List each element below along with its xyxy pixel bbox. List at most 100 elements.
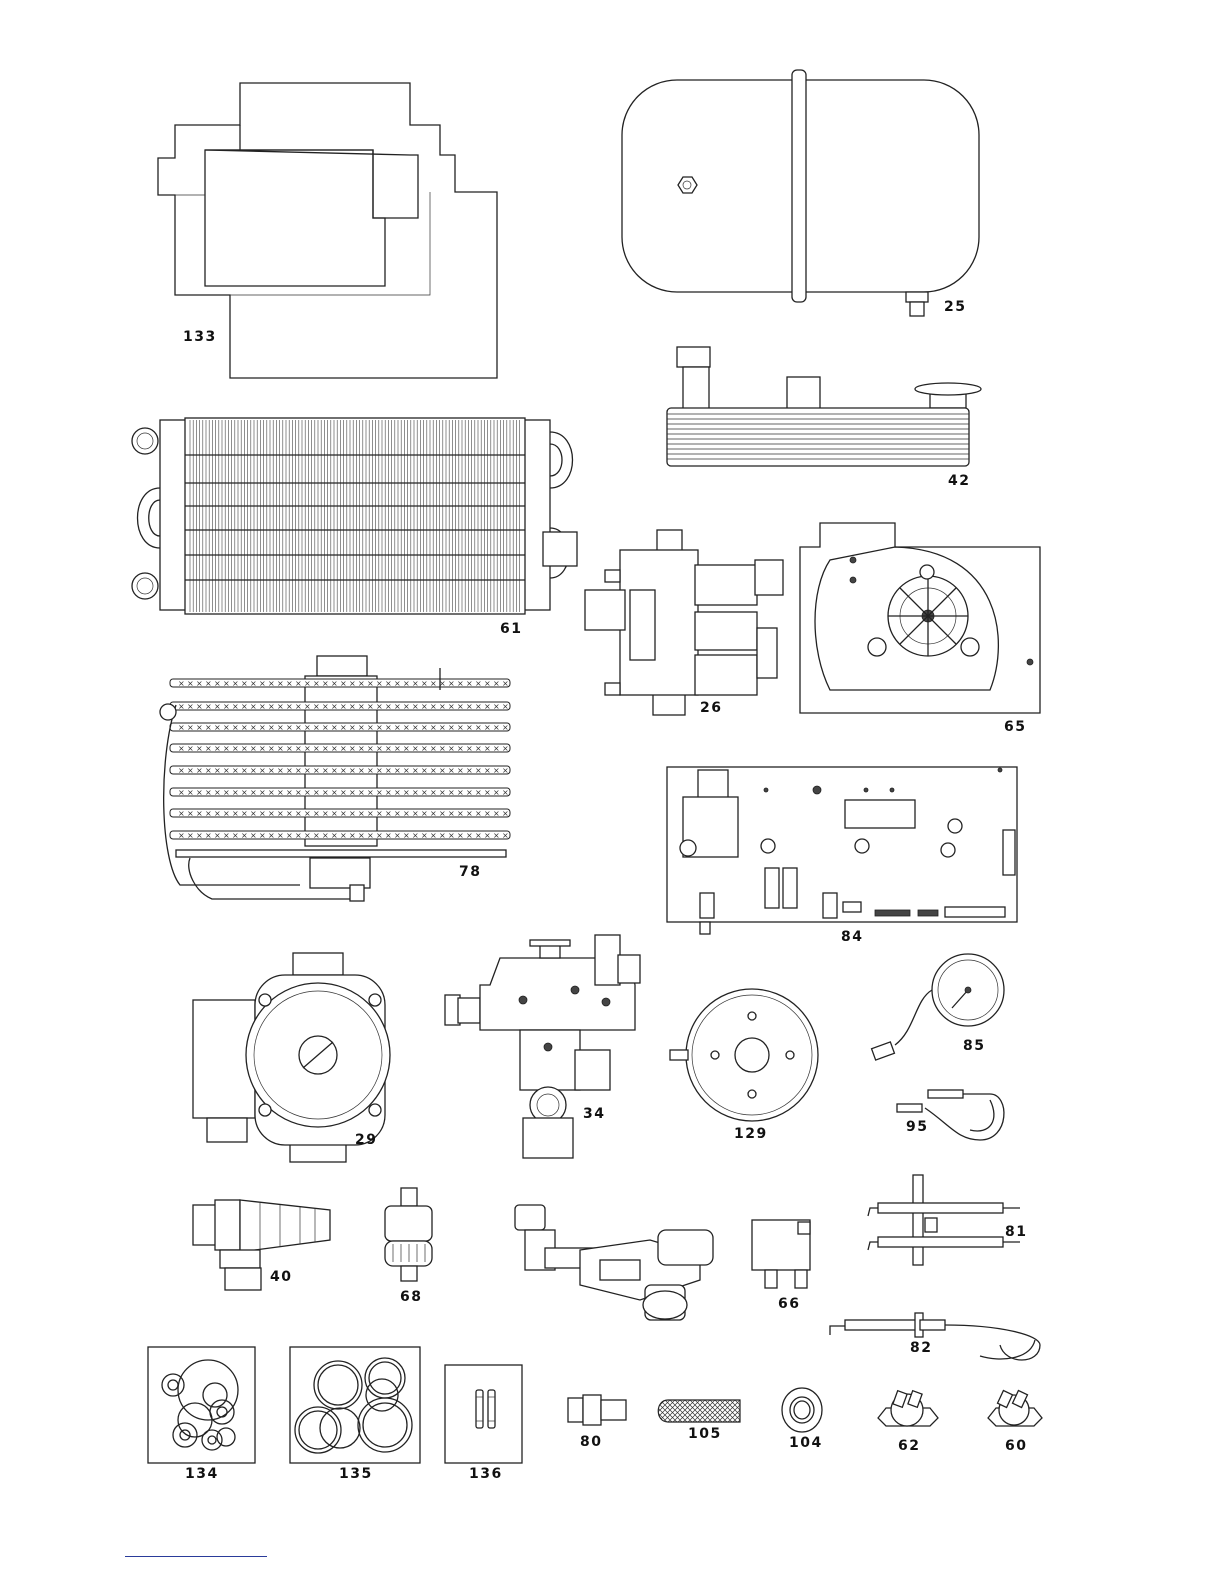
svg-text:×: × — [304, 702, 311, 711]
svg-text:×: × — [313, 831, 320, 840]
svg-text:×: × — [502, 744, 509, 753]
svg-text:×: × — [250, 679, 257, 688]
svg-text:×: × — [196, 831, 203, 840]
svg-text:×: × — [241, 788, 248, 797]
svg-text:×: × — [466, 702, 473, 711]
svg-text:×: × — [223, 723, 230, 732]
svg-text:×: × — [484, 766, 491, 775]
svg-text:×: × — [376, 766, 383, 775]
svg-text:×: × — [205, 744, 212, 753]
svg-text:×: × — [277, 744, 284, 753]
svg-text:×: × — [394, 766, 401, 775]
svg-text:×: × — [178, 788, 185, 797]
svg-text:×: × — [376, 831, 383, 840]
svg-text:×: × — [322, 809, 329, 818]
svg-text:×: × — [214, 809, 221, 818]
part-label-34: 34 — [583, 1106, 605, 1122]
svg-text:×: × — [412, 766, 419, 775]
svg-text:×: × — [349, 831, 356, 840]
svg-text:×: × — [250, 831, 257, 840]
svg-text:×: × — [232, 788, 239, 797]
part-label-42: 42 — [948, 473, 970, 489]
svg-text:×: × — [358, 831, 365, 840]
svg-text:×: × — [295, 702, 302, 711]
svg-text:×: × — [232, 744, 239, 753]
part-84-control-pcb — [666, 766, 1018, 935]
svg-text:×: × — [268, 788, 275, 797]
svg-text:×: × — [475, 744, 482, 753]
svg-text:×: × — [313, 679, 320, 688]
part-label-66: 66 — [778, 1296, 800, 1312]
svg-text:×: × — [322, 679, 329, 688]
svg-text:×: × — [385, 766, 392, 775]
svg-text:×: × — [457, 679, 464, 688]
svg-text:×: × — [295, 766, 302, 775]
svg-text:×: × — [502, 788, 509, 797]
svg-text:×: × — [268, 679, 275, 688]
part-42-plate-heat-exchanger — [666, 346, 982, 467]
svg-text:×: × — [502, 679, 509, 688]
svg-text:×: × — [313, 723, 320, 732]
svg-text:×: × — [412, 788, 419, 797]
gas-manifold-assembly — [514, 1204, 714, 1321]
footer-rule — [125, 1556, 267, 1557]
svg-text:×: × — [475, 809, 482, 818]
svg-text:×: × — [241, 679, 248, 688]
svg-text:×: × — [394, 702, 401, 711]
svg-text:×: × — [286, 744, 293, 753]
svg-text:×: × — [493, 809, 500, 818]
svg-text:×: × — [430, 723, 437, 732]
svg-text:×: × — [295, 788, 302, 797]
svg-text:×: × — [367, 766, 374, 775]
svg-text:×: × — [241, 766, 248, 775]
svg-text:×: × — [421, 723, 428, 732]
svg-text:×: × — [277, 702, 284, 711]
part-133-insulation-panels — [157, 82, 498, 379]
svg-text:×: × — [241, 809, 248, 818]
svg-text:×: × — [250, 766, 257, 775]
svg-text:×: × — [196, 809, 203, 818]
svg-text:×: × — [502, 702, 509, 711]
svg-text:×: × — [394, 788, 401, 797]
part-82-flame-sensor — [829, 1312, 1041, 1361]
svg-text:×: × — [295, 679, 302, 688]
svg-text:×: × — [484, 723, 491, 732]
svg-text:×: × — [178, 679, 185, 688]
svg-text:×: × — [187, 766, 194, 775]
part-65-fan-assembly — [799, 522, 1041, 714]
svg-text:×: × — [385, 702, 392, 711]
svg-text:×: × — [493, 788, 500, 797]
svg-text:×: × — [187, 788, 194, 797]
svg-text:×: × — [421, 831, 428, 840]
svg-text:×: × — [259, 702, 266, 711]
part-label-81: 81 — [1005, 1224, 1027, 1240]
part-label-95: 95 — [906, 1119, 928, 1135]
part-129-burner-flange — [669, 988, 819, 1122]
svg-text:×: × — [331, 766, 338, 775]
svg-text:×: × — [268, 766, 275, 775]
svg-text:×: × — [439, 809, 446, 818]
svg-text:×: × — [394, 723, 401, 732]
svg-text:×: × — [448, 766, 455, 775]
svg-text:×: × — [241, 831, 248, 840]
part-label-65: 65 — [1004, 719, 1026, 735]
svg-text:×: × — [493, 702, 500, 711]
svg-text:×: × — [385, 679, 392, 688]
svg-text:×: × — [376, 702, 383, 711]
svg-text:×: × — [322, 702, 329, 711]
svg-text:×: × — [277, 788, 284, 797]
svg-text:×: × — [439, 702, 446, 711]
burner-bars: × × × × × × × × × × × × × × × × × × × × × × × × × × × × × × × × × × × × × × × ×… — [169, 678, 511, 840]
part-label-68: 68 — [400, 1289, 422, 1305]
part-34-diverter-valve — [444, 934, 641, 1159]
svg-text:×: × — [232, 831, 239, 840]
svg-text:×: × — [286, 831, 293, 840]
svg-text:×: × — [178, 766, 185, 775]
svg-text:×: × — [466, 679, 473, 688]
svg-text:×: × — [430, 831, 437, 840]
svg-text:×: × — [367, 723, 374, 732]
svg-text:×: × — [214, 788, 221, 797]
svg-text:×: × — [304, 766, 311, 775]
part-label-82: 82 — [910, 1340, 932, 1356]
